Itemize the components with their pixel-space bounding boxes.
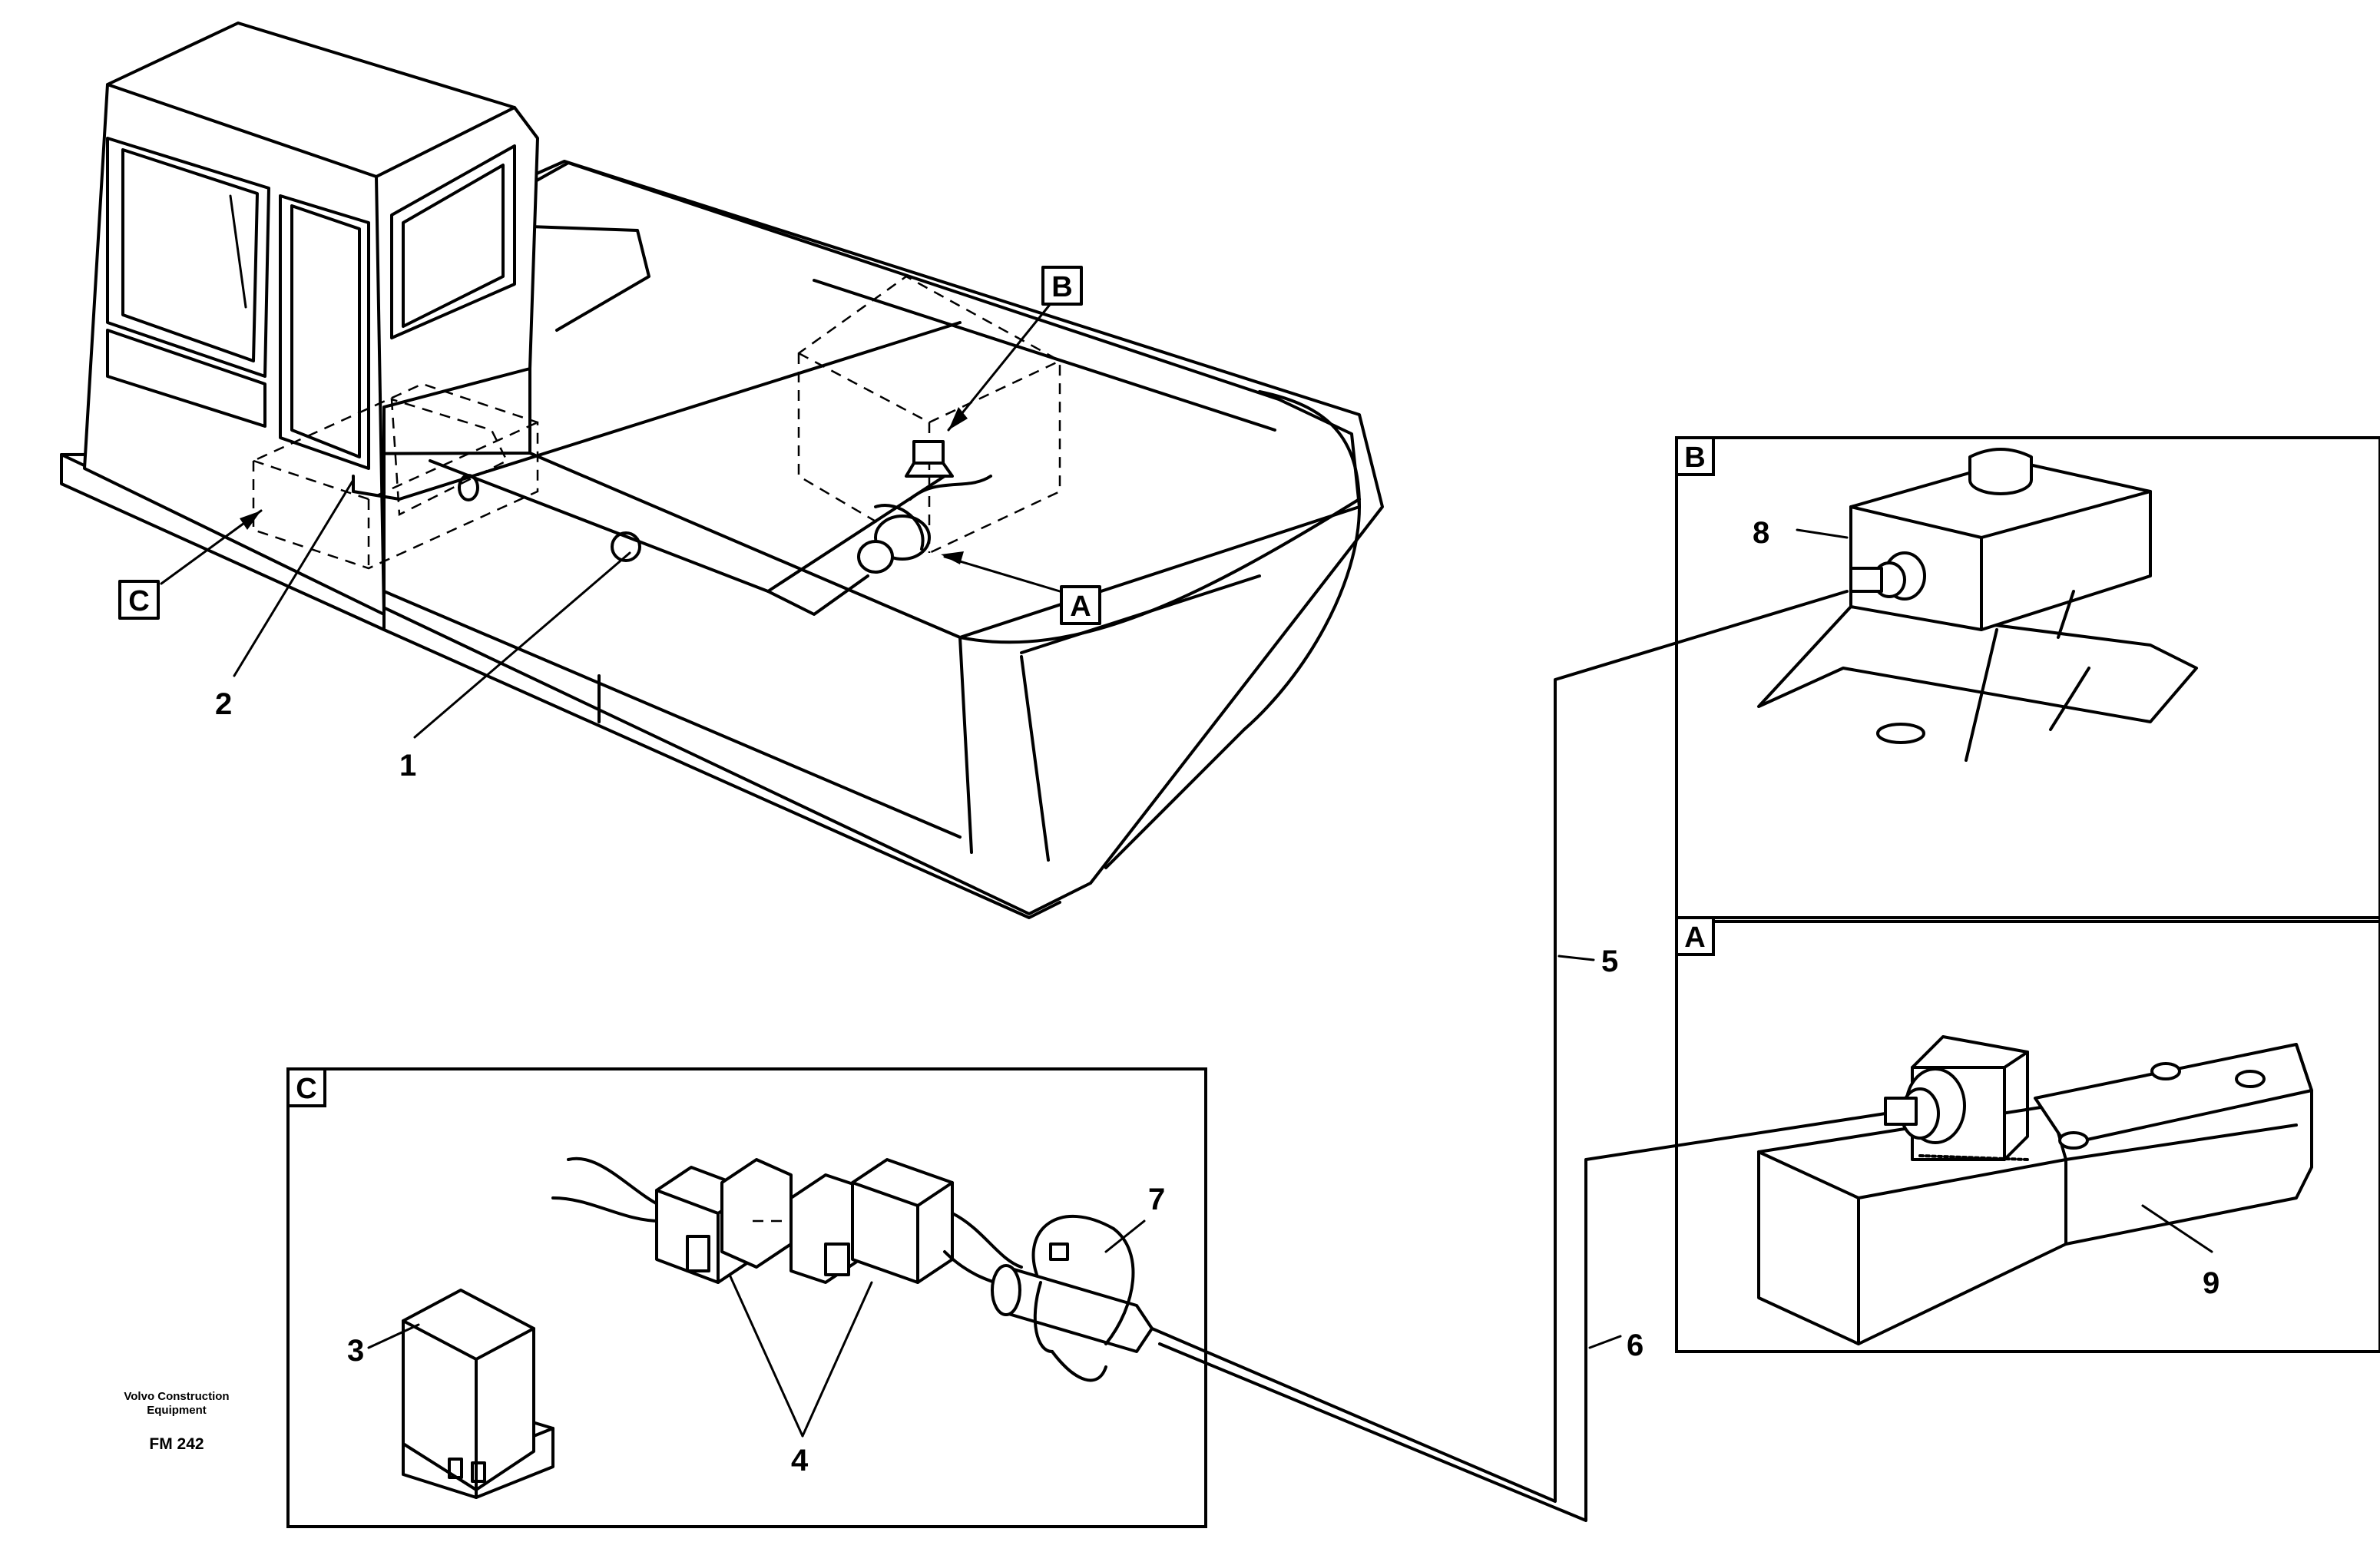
- detail-panel-c: C 3: [286, 1067, 1207, 1528]
- callout-2: 2: [215, 687, 232, 721]
- sensor-8: [1757, 448, 2198, 762]
- machine-callout-arrows: [160, 300, 1061, 739]
- svg-text:B: B: [1684, 442, 1705, 474]
- view-tag-b: B: [1041, 266, 1083, 306]
- operator-cab: [83, 22, 539, 616]
- solenoid-valve-9: [1757, 1035, 2313, 1345]
- callout-3: 3: [347, 1334, 364, 1368]
- view-tag-a: A: [1060, 585, 1101, 625]
- callout-8: 8: [1753, 516, 1769, 550]
- callout-6: 6: [1627, 1329, 1643, 1362]
- cable-tie-7: [991, 1214, 1154, 1382]
- machine-cable-routing: [352, 321, 992, 616]
- excavator-upper-structure: [60, 160, 1384, 919]
- svg-text:C: C: [296, 1073, 316, 1105]
- detail-panel-a: A 9: [1675, 916, 2380, 1353]
- figure-code: FM 242: [149, 1435, 204, 1453]
- imprint-line-1: Volvo Construction: [124, 1390, 229, 1403]
- svg-text:C: C: [128, 585, 149, 617]
- connector-4: [551, 1156, 1023, 1292]
- relay-3: [402, 1289, 554, 1499]
- publisher-imprint: Volvo Construction Equipment FM 242: [124, 1390, 229, 1453]
- callout-5: 5: [1601, 945, 1618, 978]
- detail-panel-b: B 8: [1675, 436, 2380, 923]
- imprint-line-2: Equipment: [147, 1404, 207, 1417]
- callout-4: 4: [791, 1444, 809, 1477]
- svg-text:B: B: [1051, 271, 1072, 303]
- svg-text:A: A: [1684, 922, 1705, 954]
- callout-9: 9: [2203, 1266, 2219, 1300]
- cable-harness-5-6: [1150, 590, 1887, 1522]
- callout-1: 1: [399, 749, 416, 783]
- svg-text:A: A: [1070, 591, 1091, 623]
- view-tag-c: C: [118, 580, 160, 620]
- callout-7: 7: [1148, 1183, 1165, 1216]
